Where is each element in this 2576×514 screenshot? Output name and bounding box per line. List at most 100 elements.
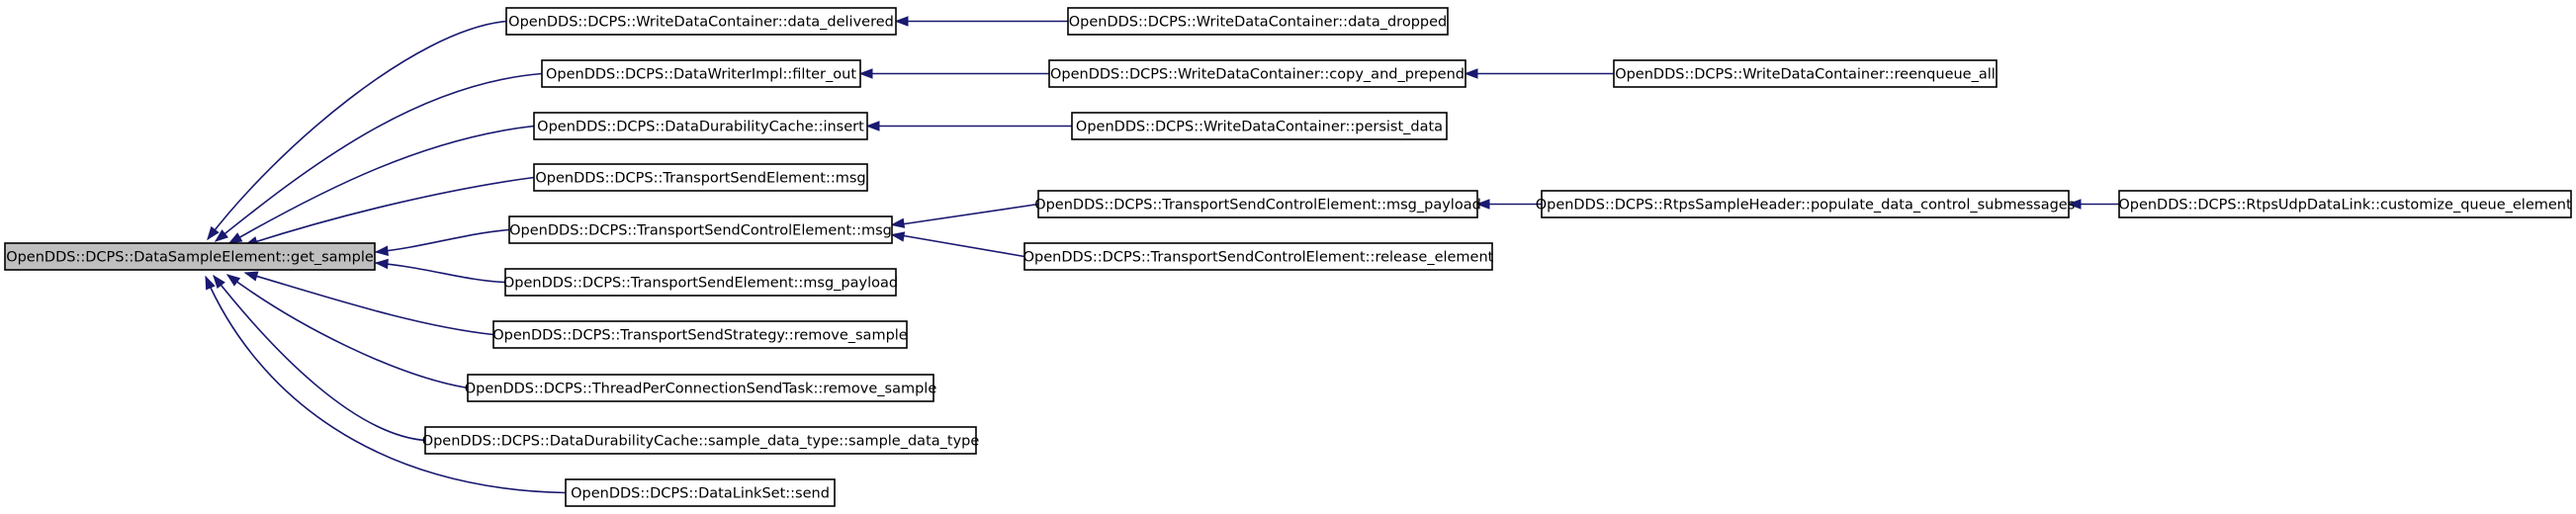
edge-arrowhead — [214, 229, 229, 242]
edge-line — [375, 228, 510, 253]
node-dls-send[interactable]: OpenDDS::DCPS::DataLinkSet::send — [565, 478, 836, 507]
edge-line — [215, 72, 543, 242]
node-box — [505, 7, 897, 36]
node-box — [492, 320, 908, 349]
node-wdc-reenqueue-all[interactable]: OpenDDS::DCPS::WriteDataContainer::reenq… — [1613, 59, 1998, 88]
node-root[interactable]: OpenDDS::DCPS::DataSampleElement::get_sa… — [4, 242, 376, 271]
node-box — [1067, 7, 1449, 36]
node-label: OpenDDS::DCPS::DataDurabilityCache::inse… — [537, 120, 864, 135]
edge-arrowhead — [205, 275, 216, 291]
node-box — [504, 268, 897, 297]
node-box — [1048, 59, 1466, 88]
node-box — [4, 242, 376, 271]
edge-arrowhead — [1464, 68, 1478, 79]
node-wdc-data-delivered[interactable]: OpenDDS::DCPS::WriteDataContainer::data_… — [505, 7, 897, 36]
node-label: OpenDDS::DCPS::WriteDataContainer::reenq… — [1615, 67, 1996, 83]
node-tsce-msg[interactable]: OpenDDS::DCPS::TransportSendControlEleme… — [508, 215, 893, 244]
edge-rudl-customize-to-rsh-populate — [2067, 199, 2119, 210]
edge-arrowhead — [1475, 199, 1490, 210]
node-ddc-insert[interactable]: OpenDDS::DCPS::DataDurabilityCache::inse… — [533, 112, 868, 140]
edge-wdc-data-dropped-to-wdc-data-delivered — [894, 16, 1068, 27]
node-label: OpenDDS::DCPS::TransportSendStrategy::re… — [492, 328, 908, 344]
edge-line — [244, 272, 494, 336]
node-label: OpenDDS::DCPS::WriteDataContainer::persi… — [1076, 120, 1443, 135]
edge-line — [205, 276, 567, 494]
node-box — [1613, 59, 1998, 88]
edge-wdc-persist-data-to-ddc-insert — [865, 121, 1072, 131]
edge-arrowhead — [225, 274, 241, 287]
edge-dls-send-to-root — [205, 275, 567, 494]
node-box — [533, 112, 868, 140]
node-tpcst-remove-sample[interactable]: OpenDDS::DCPS::ThreadPerConnectionSendTa… — [465, 374, 937, 402]
edge-arrowhead — [890, 231, 906, 242]
node-box — [1071, 112, 1448, 140]
node-dwi-filter-out[interactable]: OpenDDS::DCPS::DataWriterImpl::filter_ou… — [541, 59, 861, 88]
edge-rsh-populate-to-tsce-msg-payload — [1475, 199, 1542, 210]
edge-arrowhead — [858, 68, 873, 79]
edge-ddc-sample-data-type-to-root — [213, 274, 426, 442]
edge-wdc-reenqueue-all-to-wdc-copy-and-prepend — [1464, 68, 1614, 79]
node-tsce-msg-payload[interactable]: OpenDDS::DCPS::TransportSendControlEleme… — [1034, 190, 1481, 218]
node-rudl-customize[interactable]: OpenDDS::DCPS::RtpsUdpDataLink::customiz… — [2118, 190, 2572, 218]
edge-dwi-filter-out-to-root — [214, 72, 543, 242]
edge-tsce-release-element-to-tsce-msg — [890, 231, 1025, 258]
node-label: OpenDDS::DCPS::TransportSendControlEleme… — [509, 223, 892, 239]
edge-tss-remove-sample-to-root — [243, 271, 494, 336]
edge-arrowhead — [374, 245, 389, 256]
node-label: OpenDDS::DCPS::TransportSendControlEleme… — [1023, 250, 1494, 266]
edge-line — [375, 262, 506, 284]
node-label: OpenDDS::DCPS::DataLinkSet::send — [571, 486, 830, 502]
node-label: OpenDDS::DCPS::WriteDataContainer::data_… — [508, 15, 894, 31]
node-label: OpenDDS::DCPS::DataDurabilityCache::samp… — [422, 434, 980, 450]
node-box — [508, 215, 893, 244]
node-box — [1541, 190, 2070, 218]
edge-tse-msg-to-root — [243, 176, 535, 247]
node-rsh-populate[interactable]: OpenDDS::DCPS::RtpsSampleHeader::populat… — [1536, 190, 2076, 218]
edge-wdc-copy-and-prepend-to-dwi-filter-out — [858, 68, 1049, 79]
edge-arrowhead — [207, 225, 220, 241]
node-wdc-copy-and-prepend[interactable]: OpenDDS::DCPS::WriteDataContainer::copy_… — [1048, 59, 1466, 88]
edge-arrowhead — [890, 217, 906, 228]
node-label: OpenDDS::DCPS::WriteDataContainer::data_… — [1069, 15, 1447, 31]
edge-line — [897, 233, 1025, 258]
node-label: OpenDDS::DCPS::TransportSendElement::msg — [535, 171, 865, 187]
node-ddc-sample-data-type[interactable]: OpenDDS::DCPS::DataDurabilityCache::samp… — [422, 426, 980, 455]
node-tsce-release-element[interactable]: OpenDDS::DCPS::TransportSendControlEleme… — [1023, 242, 1494, 271]
edge-tsce-msg-payload-to-tsce-msg — [890, 203, 1039, 228]
nodes-layer: OpenDDS::DCPS::DataSampleElement::get_sa… — [4, 7, 2572, 507]
edge-arrowhead — [227, 232, 243, 244]
node-label: OpenDDS::DCPS::DataWriterImpl::filter_ou… — [546, 67, 856, 83]
node-box — [1037, 190, 1478, 218]
edge-line — [244, 176, 535, 246]
node-label: OpenDDS::DCPS::DataSampleElement::get_sa… — [6, 250, 374, 266]
edge-arrowhead — [243, 271, 259, 282]
node-wdc-persist-data[interactable]: OpenDDS::DCPS::WriteDataContainer::persi… — [1071, 112, 1448, 140]
edge-line — [226, 274, 469, 389]
edge-tse-msg-payload-to-root — [374, 258, 506, 284]
node-box — [467, 374, 934, 402]
node-label: OpenDDS::DCPS::ThreadPerConnectionSendTa… — [465, 382, 937, 397]
node-box — [1023, 242, 1493, 271]
edge-tpcst-remove-sample-to-root — [225, 274, 469, 389]
node-box — [565, 478, 836, 507]
edge-arrowhead — [374, 258, 389, 270]
node-box — [541, 59, 861, 88]
node-box — [2118, 190, 2572, 218]
node-box — [533, 163, 868, 192]
edge-ddc-insert-to-root — [227, 125, 535, 244]
node-wdc-data-dropped[interactable]: OpenDDS::DCPS::WriteDataContainer::data_… — [1067, 7, 1449, 36]
edge-wdc-data-delivered-to-root — [207, 20, 507, 241]
edge-arrowhead — [2067, 199, 2082, 210]
edge-line — [228, 125, 535, 244]
edge-line — [213, 275, 426, 442]
edge-line — [897, 203, 1039, 226]
node-label: OpenDDS::DCPS::RtpsSampleHeader::populat… — [1536, 198, 2076, 214]
edge-line — [207, 20, 507, 240]
edge-arrowhead — [213, 274, 225, 290]
node-tss-remove-sample[interactable]: OpenDDS::DCPS::TransportSendStrategy::re… — [492, 320, 908, 349]
node-box — [424, 426, 977, 455]
node-tse-msg[interactable]: OpenDDS::DCPS::TransportSendElement::msg — [533, 163, 868, 192]
node-tse-msg-payload[interactable]: OpenDDS::DCPS::TransportSendElement::msg… — [503, 268, 898, 297]
edge-arrowhead — [865, 121, 880, 131]
